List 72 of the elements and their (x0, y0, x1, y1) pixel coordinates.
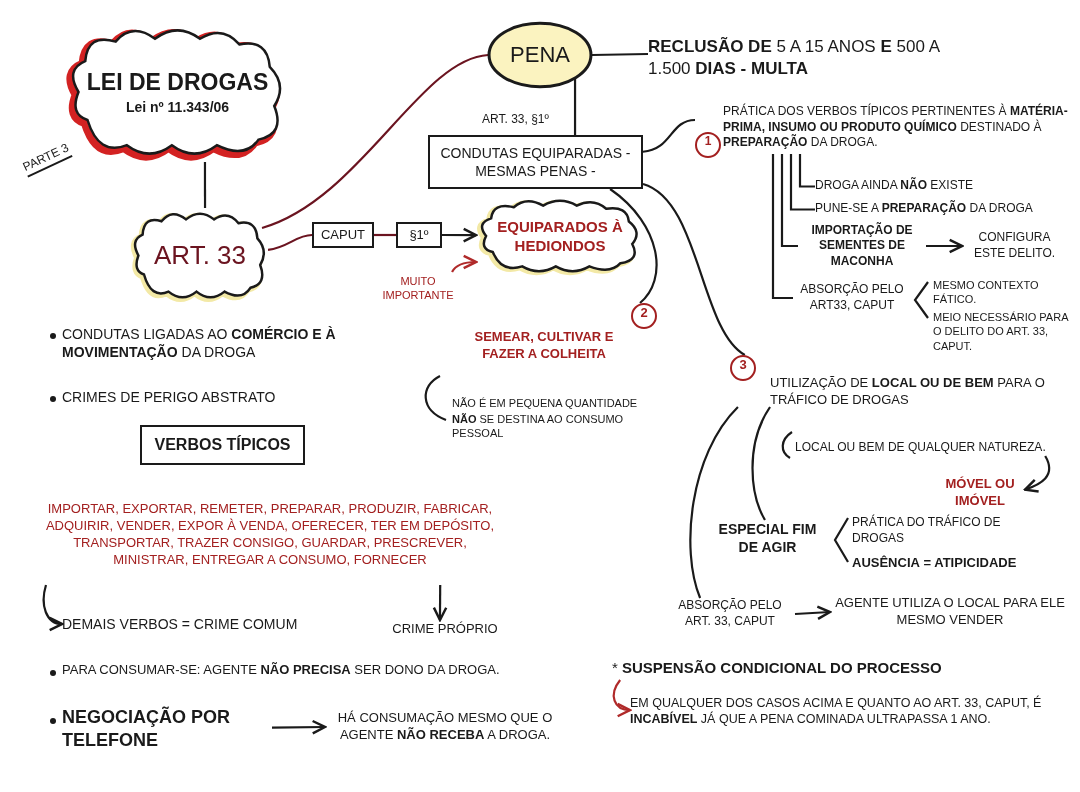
connector-line (642, 183, 746, 356)
note-text: PUNE-SE A PREPARAÇÃO DA DROGA (815, 201, 1033, 217)
text-box (396, 222, 442, 248)
arrow (794, 605, 832, 621)
verb-list-text: IMPORTAR, EXPORTAR, REMETER, PREPARAR, PRODUZIR, FABRICAR, ADQUIRIR, VENDER, EXPOR À VENDA, OFERECER, TER EM DEPÓSITO, TRANSPORTAR, TRAZER CONSIGO, GUARDAR, PRESCREVER, MINISTRAR, ENTREGAR A CONSUMO, FORNECER (44, 501, 496, 569)
note-text: ABSORÇÃO PELO ART33, CAPUT (799, 282, 905, 314)
number-circle: 1 (695, 132, 721, 158)
arrow (432, 585, 448, 622)
connector-line (374, 233, 396, 237)
note-text: DROGA AINDA NÃO EXISTE (815, 178, 974, 194)
note-text: EM QUALQUER DOS CASOS ACIMA E QUANTO AO ART. 33, CAPUT, É INCABÍVEL JÁ QUE A PENA COMINADA ULTRAPASSA 1 ANO. (630, 695, 1043, 728)
note-text: UTILIZAÇÃO DE LOCAL OU DE BEM PARA O TRÁFICO DE DROGAS (770, 375, 1046, 409)
note-text: DEMAIS VERBOS = CRIME COMUM (62, 615, 298, 634)
number-circle: 2 (631, 303, 657, 329)
subtitle-text: Lei nº 11.343/06 (125, 97, 230, 117)
arrow (442, 227, 478, 243)
caption-text: ART. 33, §1º (481, 112, 550, 128)
note-text: SEMEAR, CULTIVAR E FAZER A COLHEITA (473, 329, 615, 363)
note-text: MÓVEL OU IMÓVEL (944, 476, 1016, 510)
text-box (312, 222, 374, 248)
arrow (272, 719, 327, 735)
text-box (428, 135, 643, 189)
text-box (140, 425, 305, 465)
note-text: IMPORTAÇÃO DE SEMENTES DE MACONHA (810, 222, 914, 270)
box-text: CAPUT (320, 226, 366, 244)
bullet-text: CONDUTAS LIGADAS AO COMÉRCIO E À MOVIMENTAÇÃO DA DROGA (62, 325, 337, 362)
note-text: HÁ CONSUMAÇÃO MESMO QUE O AGENTE NÃO RECEBA A DROGA. (336, 710, 554, 744)
connector-line (592, 52, 648, 57)
box-text: CONDUTAS EQUIPARADAS - MESMAS PENAS - (439, 143, 632, 181)
note-text: AGENTE UTILIZA O LOCAL PARA ELE MESMO VENDER (834, 595, 1066, 629)
note-text: NÃO SE DESTINA AO CONSUMO PESSOAL (452, 412, 625, 441)
bullet-text: PARA CONSUMAR-SE: AGENTE NÃO PRECISA SER DONO DA DROGA. (62, 662, 501, 679)
connector-line (789, 154, 815, 211)
arrow (451, 254, 478, 273)
connector-line (689, 406, 739, 599)
ellipse-text: PENA (510, 40, 570, 69)
connector-line (573, 79, 577, 135)
title-text: LEI DE DROGAS (86, 67, 269, 97)
heading-text: *SUSPENSÃO CONDICIONAL DO PROCESSO (612, 658, 942, 678)
connector-line (798, 154, 815, 188)
connector-line (203, 162, 207, 208)
note-text: PRÁTICA DO TRÁFICO DE DROGAS (852, 515, 1002, 547)
arrow (1023, 455, 1051, 493)
connector-line (267, 233, 313, 251)
penalty-text: RECLUSÃO DE 5 A 15 ANOS E 500 A 1.500 DIAS - MULTA (648, 36, 941, 81)
connector-line (780, 154, 798, 248)
note-text: ABSORÇÃO PELO ART. 33, CAPUT (677, 598, 783, 630)
connector-line (642, 118, 696, 153)
box-text: VERBOS TÍPICOS (154, 434, 291, 455)
arrow (42, 584, 64, 631)
arrow (612, 679, 632, 717)
cloud-text: ART. 33 (154, 238, 246, 272)
connector-line (751, 406, 771, 521)
cloud-text: EQUIPARADOS À HEDIONDOS (496, 216, 624, 256)
note-text: MESMO CONTEXTO FÁTICO. (933, 278, 1040, 307)
number-circle: 3 (730, 355, 756, 381)
connector-line (261, 53, 489, 229)
note-text: MUITO IMPORTANTE (381, 273, 455, 303)
connector-line (609, 188, 658, 304)
note-text: MEIO NECESSÁRIO PARA O DELITO DO ART. 33, CAPUT. (933, 310, 1070, 353)
note-text: PRÁTICA DOS VERBOS TÍPICOS PERTINENTES À MATÉRIA-PRIMA, INSUMO OU PRODUTO QUÍMICO DESTINADO À PREPARAÇÃO DA DROGA. (723, 104, 1068, 151)
arrow (926, 238, 964, 254)
note-text: NEGOCIAÇÃO POR TELEFONE (62, 706, 231, 753)
box-text: §1º (409, 226, 429, 244)
note-text: LOCAL OU BEM DE QUALQUER NATUREZA. (795, 440, 1046, 456)
note-text: AUSÊNCIA = ATIPICIDADE (852, 555, 1018, 572)
note-text: ESPECIAL FIM DE AGIR (717, 520, 818, 557)
bullet-text: CRIMES DE PERIGO ABSTRATO (62, 388, 277, 407)
note-text: CONFIGURA ESTE DELITO. (972, 230, 1057, 262)
connector-line (771, 154, 793, 300)
note-text: NÃO É EM PEQUENA QUANTIDADE (452, 396, 639, 411)
note-text: CRIME PRÓPRIO (392, 620, 498, 638)
